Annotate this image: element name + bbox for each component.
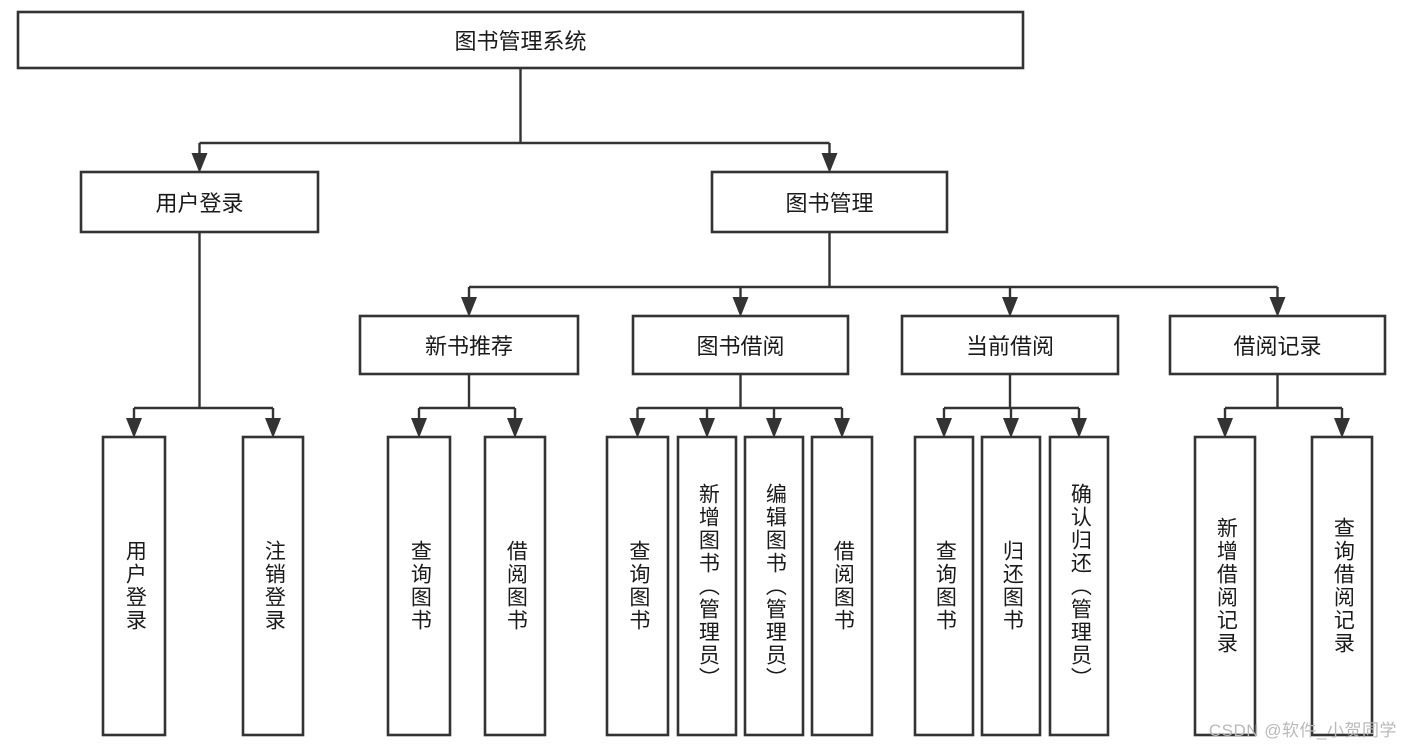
arrow-head-icon <box>1003 418 1019 438</box>
node-box-leaf_borrow_book_2[interactable] <box>810 435 874 737</box>
arrow-head-icon <box>766 418 782 438</box>
node-box-leaf_add_book[interactable] <box>676 435 738 737</box>
arrow-head-icon <box>1334 418 1350 438</box>
arrow-head-icon <box>1217 418 1233 438</box>
watermark-text: CSDN @软件_小贺同学 <box>1208 721 1397 740</box>
arrow-head-icon <box>265 418 281 438</box>
arrow-head-icon <box>936 418 952 438</box>
node-box-leaf_add_record[interactable] <box>1193 435 1257 737</box>
node-box-user_login[interactable] <box>79 170 320 234</box>
node-box-root[interactable] <box>16 10 1025 70</box>
arrow-head-icon <box>461 297 477 317</box>
node-box-current_borrow[interactable] <box>900 314 1120 376</box>
arrow-head-icon <box>191 153 208 173</box>
node-box-leaf_user_login[interactable] <box>101 435 167 737</box>
node-box-leaf_query_book_1[interactable] <box>386 435 452 737</box>
arrow-head-icon <box>1071 418 1087 438</box>
node-box-book_manage[interactable] <box>710 170 949 234</box>
node-box-new_book_rec[interactable] <box>358 314 580 376</box>
arrow-head-icon <box>126 418 142 438</box>
node-box-book_borrow[interactable] <box>631 314 850 376</box>
node-box-leaf_query_book_2[interactable] <box>605 435 670 737</box>
arrow-head-icon <box>732 297 749 317</box>
node-box-leaf_return_book[interactable] <box>980 435 1042 737</box>
node-box-leaf_borrow_book_1[interactable] <box>483 435 547 737</box>
box-layer <box>16 10 1387 737</box>
connector-layer <box>126 68 1350 438</box>
arrow-head-icon <box>507 418 523 438</box>
arrow-head-icon <box>629 418 646 438</box>
arrow-head-icon <box>411 418 427 438</box>
node-box-borrow_record[interactable] <box>1168 314 1387 376</box>
node-box-leaf_confirm_return[interactable] <box>1048 435 1110 737</box>
arrow-head-icon <box>1269 297 1286 317</box>
node-box-leaf_query_book_3[interactable] <box>913 435 975 737</box>
arrow-head-icon <box>699 418 715 438</box>
arrow-head-icon <box>821 153 838 173</box>
arrow-head-icon <box>1002 297 1018 317</box>
node-box-leaf_logout[interactable] <box>241 435 305 737</box>
node-box-leaf_query_record[interactable] <box>1310 435 1374 737</box>
arrow-head-icon <box>834 418 850 438</box>
node-box-leaf_edit_book[interactable] <box>743 435 805 737</box>
